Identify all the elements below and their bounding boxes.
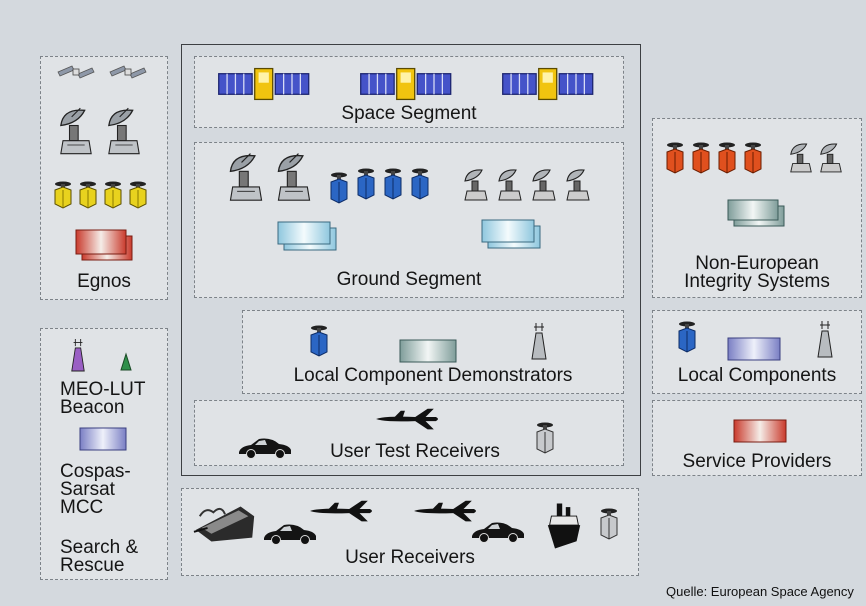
- reference-station-icon: [79, 181, 97, 209]
- local-control-center-icon: [727, 337, 781, 361]
- control-center-icon: [481, 219, 541, 249]
- local-sensor-station-icon: [310, 324, 328, 357]
- uplink-station-icon: [532, 169, 556, 201]
- ground-station-dish-icon: [277, 152, 311, 201]
- local-sensor-station-icon: [678, 320, 696, 353]
- meo-lut-antenna-icon: [71, 338, 85, 372]
- satellite-icon: [57, 65, 95, 79]
- beacon-icon: [120, 352, 132, 371]
- aircraft-icon: [376, 408, 438, 430]
- galileo-satellite-icon: [218, 67, 310, 101]
- car-icon: [263, 524, 317, 545]
- local-transmitter-tower-icon: [531, 322, 547, 360]
- source-credit: Quelle: European Space Agency: [666, 584, 854, 599]
- ground-segment-group: [194, 142, 624, 298]
- meo-lut-label-line2: Beacon: [60, 397, 125, 418]
- car-icon: [238, 438, 292, 460]
- foreign-ground-station-icon: [718, 141, 736, 174]
- service-provider-icon: [733, 419, 787, 443]
- aircraft-icon: [310, 500, 372, 522]
- foreign-ground-station-icon: [666, 141, 684, 174]
- control-center-icon: [277, 221, 337, 251]
- uplink-station-icon: [790, 143, 812, 173]
- mcc-center-icon: [79, 427, 127, 451]
- ground-station-dish-icon: [60, 107, 92, 155]
- cospas-label-line2: Sarsat: [60, 479, 115, 500]
- foreign-ground-station-icon: [692, 141, 710, 174]
- ground-sensor-station-icon: [357, 167, 375, 200]
- service-providers-label: Service Providers: [682, 451, 832, 472]
- reference-station-icon: [129, 181, 147, 209]
- cospas-label-line1: Cospas-: [60, 461, 131, 482]
- non-european-label-line1: Non-European: [695, 253, 819, 274]
- user-receiver-icon: [600, 507, 618, 540]
- satellite-icon: [109, 65, 147, 79]
- uplink-station-icon: [498, 169, 522, 201]
- uplink-station-icon: [464, 169, 488, 201]
- ship-icon: [547, 503, 581, 549]
- local-components-label: Local Components: [677, 365, 837, 386]
- ground-sensor-station-icon: [330, 171, 348, 204]
- uplink-station-icon: [820, 143, 842, 173]
- ground-sensor-station-icon: [384, 167, 402, 200]
- control-center-icon: [727, 199, 785, 227]
- galileo-satellite-icon: [360, 67, 452, 101]
- user-receivers-label: User Receivers: [345, 547, 475, 568]
- reference-station-icon: [54, 181, 72, 209]
- galileo-satellite-icon: [502, 67, 594, 101]
- processing-center-icon: [75, 229, 133, 261]
- non-european-label-line2: Integrity Systems: [684, 271, 830, 292]
- egnos-label: Egnos: [77, 271, 131, 292]
- ground-segment-label: Ground Segment: [336, 269, 482, 290]
- reference-station-icon: [104, 181, 122, 209]
- ground-station-dish-icon: [108, 107, 140, 155]
- train-icon: [192, 505, 256, 543]
- search-rescue-group: [40, 328, 168, 580]
- local-transmitter-tower-icon: [817, 320, 833, 358]
- user-test-receivers-label: User Test Receivers: [330, 441, 500, 462]
- space-segment-label: Space Segment: [341, 103, 477, 124]
- local-component-demonstrators-label: Local Component Demonstrators: [293, 365, 573, 386]
- ground-station-dish-icon: [229, 152, 263, 201]
- search-rescue-label-line1: Search &: [60, 537, 139, 558]
- uplink-station-icon: [566, 169, 590, 201]
- ground-sensor-station-icon: [411, 167, 429, 200]
- european-system-frame: [181, 44, 641, 476]
- cospas-label-line3: MCC: [60, 497, 104, 518]
- local-control-center-icon: [399, 339, 457, 363]
- foreign-ground-station-icon: [744, 141, 762, 174]
- meo-lut-label-line1: MEO-LUT: [60, 379, 146, 400]
- search-rescue-label-line2: Rescue: [60, 555, 125, 576]
- aircraft-icon: [414, 500, 476, 522]
- car-icon: [471, 522, 525, 543]
